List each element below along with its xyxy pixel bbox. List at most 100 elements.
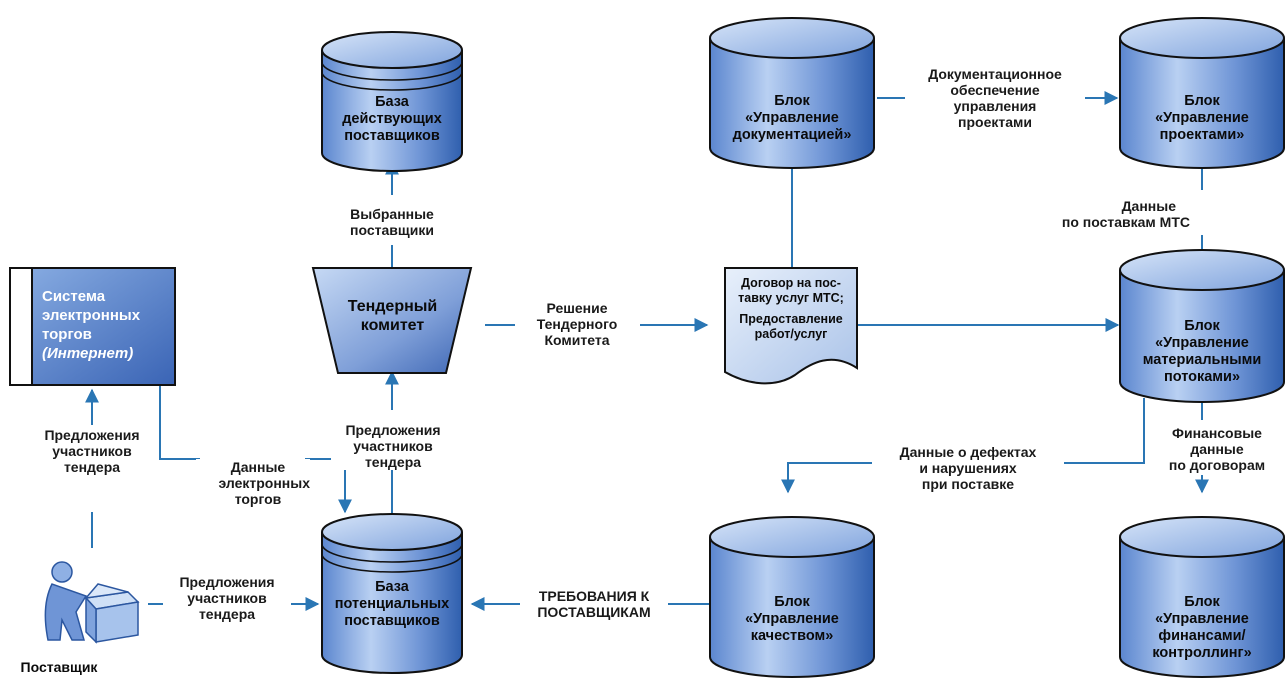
edge-label-line: торгов: [234, 491, 282, 507]
system-box: [9, 267, 176, 386]
contract-line: Предоставление: [739, 312, 843, 326]
tender-committee-line: комитет: [360, 317, 425, 334]
block-finance-label: Блок «Управление финансами/ контроллинг»: [1120, 594, 1284, 662]
edge-label-line: Предложения: [44, 427, 140, 443]
edge-label-line: поставщики: [350, 222, 434, 238]
system-line: электронных: [42, 307, 141, 324]
supplier-icon: [44, 561, 140, 644]
block-finance-line: «Управление: [1155, 611, 1249, 627]
connectors: [85, 91, 1209, 611]
block-materials-line: «Управление: [1155, 335, 1249, 351]
decision-label: Решение Тендерного Комитета: [516, 300, 638, 348]
block-materials-label: Блок «Управление материальными потоками»: [1120, 318, 1284, 386]
requirements-label: ТРЕБОВАНИЯ К ПОСТАВЩИКАМ: [520, 588, 668, 620]
tender-committee-label: Тендерный комитет: [320, 297, 465, 335]
etrade-data-label: Данные электронных торгов: [196, 459, 310, 507]
cylinder-base-potential: [321, 513, 463, 674]
contract-document-shape: [724, 267, 858, 385]
proposals-bottom-label: Предложения участников тендера: [163, 574, 291, 622]
cylinder-block-quality: [709, 516, 875, 678]
contract-line: Договор на пос-: [741, 276, 841, 290]
block-docs-line: Блок: [774, 93, 810, 109]
edge-label-line: Комитета: [544, 332, 610, 348]
base-potential-label: База потенциальных поставщиков: [322, 579, 462, 630]
block-docs-label: Блок «Управление документацией»: [710, 93, 874, 144]
edge-label-line: участников: [52, 443, 132, 459]
system-line: торгов: [42, 326, 92, 343]
doc-support-label: Документационное обеспечение управления …: [905, 66, 1085, 130]
block-docs-line: «Управление: [745, 110, 839, 126]
edge-label-line: тендера: [198, 606, 256, 622]
edge-label-line: участников: [187, 590, 267, 606]
block-finance-line: контроллинг»: [1152, 645, 1252, 661]
tender-committee-line: Тендерный: [347, 298, 438, 315]
defects-label: Данные о дефектах и нарушениях при поста…: [872, 444, 1064, 492]
proposals-mid-label: Предложения участников тендера: [331, 422, 455, 470]
edge-label-line: по договорам: [1168, 457, 1266, 473]
block-quality-line: «Управление: [745, 611, 839, 627]
base-active-line: поставщиков: [344, 128, 440, 144]
block-quality-label: Блок «Управление качеством»: [710, 594, 874, 645]
base-potential-line: База: [375, 579, 409, 595]
edge-label-line: обеспечение: [950, 82, 1040, 98]
base-active-label: База действующих поставщиков: [322, 94, 462, 145]
edge-label-line: по поставкам МТС: [1061, 214, 1190, 230]
edge-system-etrade-a: [159, 385, 200, 460]
edge-label-line: Данные: [230, 459, 286, 475]
edge-label-line: управления: [953, 98, 1037, 114]
edge-label-line: тендера: [63, 459, 121, 475]
block-materials-line: материальными: [1142, 352, 1262, 368]
supplier-label: Поставщик: [20, 659, 98, 675]
contract-line: работ/услуг: [754, 327, 828, 341]
block-projects-line: Блок: [1184, 93, 1220, 109]
block-materials-line: потоками»: [1163, 369, 1241, 385]
edge-label-line: Предложения: [179, 574, 275, 590]
base-potential-line: потенциальных: [334, 596, 450, 612]
block-quality-line: качеством»: [750, 628, 834, 644]
block-projects-label: Блок «Управление проектами»: [1120, 93, 1284, 144]
edge-label-line: Предложения: [345, 422, 441, 438]
system-line: (Интернет): [42, 345, 134, 362]
proposals-left-label: Предложения участников тендера: [30, 427, 154, 475]
cylinder-block-projects: [1119, 17, 1285, 169]
base-active-line: База: [375, 94, 409, 110]
edge-materials-defects-a: [1060, 398, 1145, 464]
edge-label-line: и нарушениях: [919, 460, 1017, 476]
edge-label-line: Выбранные: [350, 206, 434, 222]
contract-document-label: Договор на пос- тавку услуг МТС; Предост…: [725, 276, 857, 342]
selected-suppliers-label: Выбранные поставщики: [336, 206, 448, 238]
edge-label-line: Решение: [546, 300, 608, 316]
block-finance-line: Блок: [1184, 594, 1220, 610]
edge-label-line: Финансовые: [1172, 425, 1262, 441]
system-label: Система электронных торгов (Интернет): [42, 287, 140, 363]
edge-label-line: Данные о дефектах: [899, 444, 1037, 460]
edge-label-line: тендера: [364, 454, 422, 470]
block-finance-line: финансами/: [1158, 628, 1246, 644]
block-projects-line: «Управление: [1155, 110, 1249, 126]
edge-label-line: ТРЕБОВАНИЯ К: [538, 588, 650, 604]
edge-label-line: проектами: [958, 114, 1032, 130]
system-line: Система: [42, 288, 106, 305]
edge-label-line: при поставке: [921, 476, 1015, 492]
edge-label-line: Тендерного: [536, 316, 618, 332]
edge-label-line: Документационное: [928, 66, 1062, 82]
edge-materials-defects-b: [781, 462, 878, 494]
cylinder-block-finance: [1119, 516, 1285, 678]
cylinder-block-materials: [1119, 249, 1285, 403]
block-quality-line: Блок: [774, 594, 810, 610]
block-materials-line: Блок: [1184, 318, 1220, 334]
mts-data-label: Данные по поставкам МТС: [1020, 198, 1190, 230]
edge-label-line: ПОСТАВЩИКАМ: [537, 604, 651, 620]
base-potential-line: поставщиков: [344, 613, 440, 629]
tender-committee-shape: [311, 267, 473, 374]
edge-label-line: электронных: [218, 475, 311, 491]
edge-label-line: Данные: [1121, 198, 1176, 214]
block-docs-line: документацией»: [732, 127, 852, 143]
cylinder-base-active: [321, 31, 463, 172]
cylinder-block-docs: [709, 17, 875, 169]
edge-label-line: данные: [1190, 441, 1244, 457]
contract-line: тавку услуг МТС;: [738, 291, 844, 305]
block-projects-line: проектами»: [1159, 127, 1245, 143]
base-active-line: действующих: [342, 111, 442, 127]
